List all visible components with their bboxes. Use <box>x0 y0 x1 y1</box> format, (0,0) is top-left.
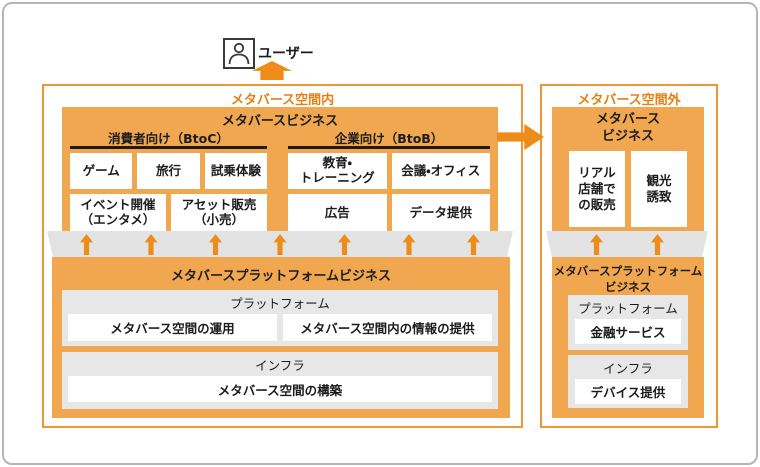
up-arrow-icon <box>590 234 603 255</box>
platform-sub-box: プラットフォーム メタバース空間の運用 メタバース空間内の情報の提供 <box>62 290 498 346</box>
platform-business-panel: メタバースプラットフォームビジネス プラットフォーム メタバース空間の運用 メタ… <box>52 257 510 418</box>
metaverse-business-title: メタバースビジネス <box>221 114 339 129</box>
flow-arrows-band <box>47 231 513 257</box>
inside-metaverse-section: メタバース空間内 メタバースビジネス 消費者向け（BtoC） ゲーム 旅行 試乗… <box>42 84 523 428</box>
flow-arrows-band <box>546 231 708 257</box>
outside-business-title: メタバース ビジネス <box>595 112 661 144</box>
up-arrow-icon <box>467 234 480 255</box>
btoc-cell-game: ゲーム <box>70 153 133 189</box>
infra-sub-box: インフラ メタバース空間の構築 <box>62 352 498 409</box>
outside-platform-business-title: メタバースプラットフォーム ビジネス <box>553 264 703 294</box>
btob-cell-data: データ提供 <box>391 194 490 232</box>
platform-cell-information: メタバース空間内の情報の提供 <box>283 314 492 341</box>
btob-cell-meetings: 会議・オフィス <box>391 153 490 189</box>
user-icon <box>223 38 255 69</box>
btob-column: 企業向け（BtoB） 教育・ トレーニング 会議・オフィス 広告 データ提供 <box>288 128 490 232</box>
up-arrow-icon <box>651 234 664 255</box>
infra-cell-devices: デバイス提供 <box>575 379 681 404</box>
platform-cell-operation: メタバース空間の運用 <box>68 314 277 341</box>
outside-platform-business-panel: メタバースプラットフォーム ビジネス プラットフォーム 金融サービス インフラ … <box>552 257 704 418</box>
btob-cell-ads: 広告 <box>288 194 387 232</box>
outside-business-panel: メタバース ビジネス リアル 店舗で の販売 観光 誘致 <box>552 107 704 232</box>
up-arrow-icon <box>80 234 93 255</box>
btoc-cell-test-ride: 試乗体験 <box>204 153 267 189</box>
up-arrow-icon <box>252 61 292 80</box>
infra-sub-title: インフラ <box>603 361 653 376</box>
platform-sub-title: プラットフォーム <box>230 296 330 311</box>
btoc-underline <box>70 146 267 149</box>
infra-sub-box: インフラ デバイス提供 <box>568 355 688 408</box>
platform-cell-financial: 金融サービス <box>575 319 681 344</box>
outside-metaverse-title: メタバース空間外 <box>577 93 681 108</box>
btoc-cell-travel: 旅行 <box>137 153 200 189</box>
up-arrow-icon <box>145 234 158 255</box>
infra-cell-construction: メタバース空間の構築 <box>68 376 492 402</box>
outside-metaverse-section: メタバース空間外 メタバース ビジネス リアル 店舗で の販売 観光 誘致 メタ… <box>540 84 718 428</box>
infra-sub-title: インフラ <box>255 358 305 373</box>
up-arrow-icon <box>209 234 222 255</box>
outside-cell-tourism: 観光 誘致 <box>631 150 687 227</box>
btob-underline <box>288 146 490 149</box>
btob-cell-education: 教育・ トレーニング <box>288 153 387 189</box>
metaverse-business-panel: メタバースビジネス 消費者向け（BtoC） ゲーム 旅行 試乗体験 イベント開催… <box>62 107 498 232</box>
platform-sub-box: プラットフォーム 金融サービス <box>568 295 688 350</box>
up-arrow-icon <box>338 234 351 255</box>
platform-sub-title: プラットフォーム <box>578 301 678 316</box>
btoc-header: 消費者向け（BtoC） <box>108 131 229 146</box>
btoc-cell-asset-sales: アセット販売 （小売） <box>171 194 267 232</box>
btoc-cell-events: イベント開催 （エンタメ） <box>70 194 166 232</box>
platform-business-title: メタバースプラットフォームビジネス <box>171 269 391 284</box>
inside-metaverse-title: メタバース空間内 <box>230 93 335 108</box>
btob-header: 企業向け（BtoB） <box>334 131 444 146</box>
outside-cell-real-store: リアル 店舗で の販売 <box>569 150 625 227</box>
up-arrow-icon <box>274 234 287 255</box>
btoc-column: 消費者向け（BtoC） ゲーム 旅行 試乗体験 イベント開催 （エンタメ） アセ… <box>70 128 267 232</box>
up-arrow-icon <box>403 234 416 255</box>
user-label: ユーザー <box>258 46 314 62</box>
